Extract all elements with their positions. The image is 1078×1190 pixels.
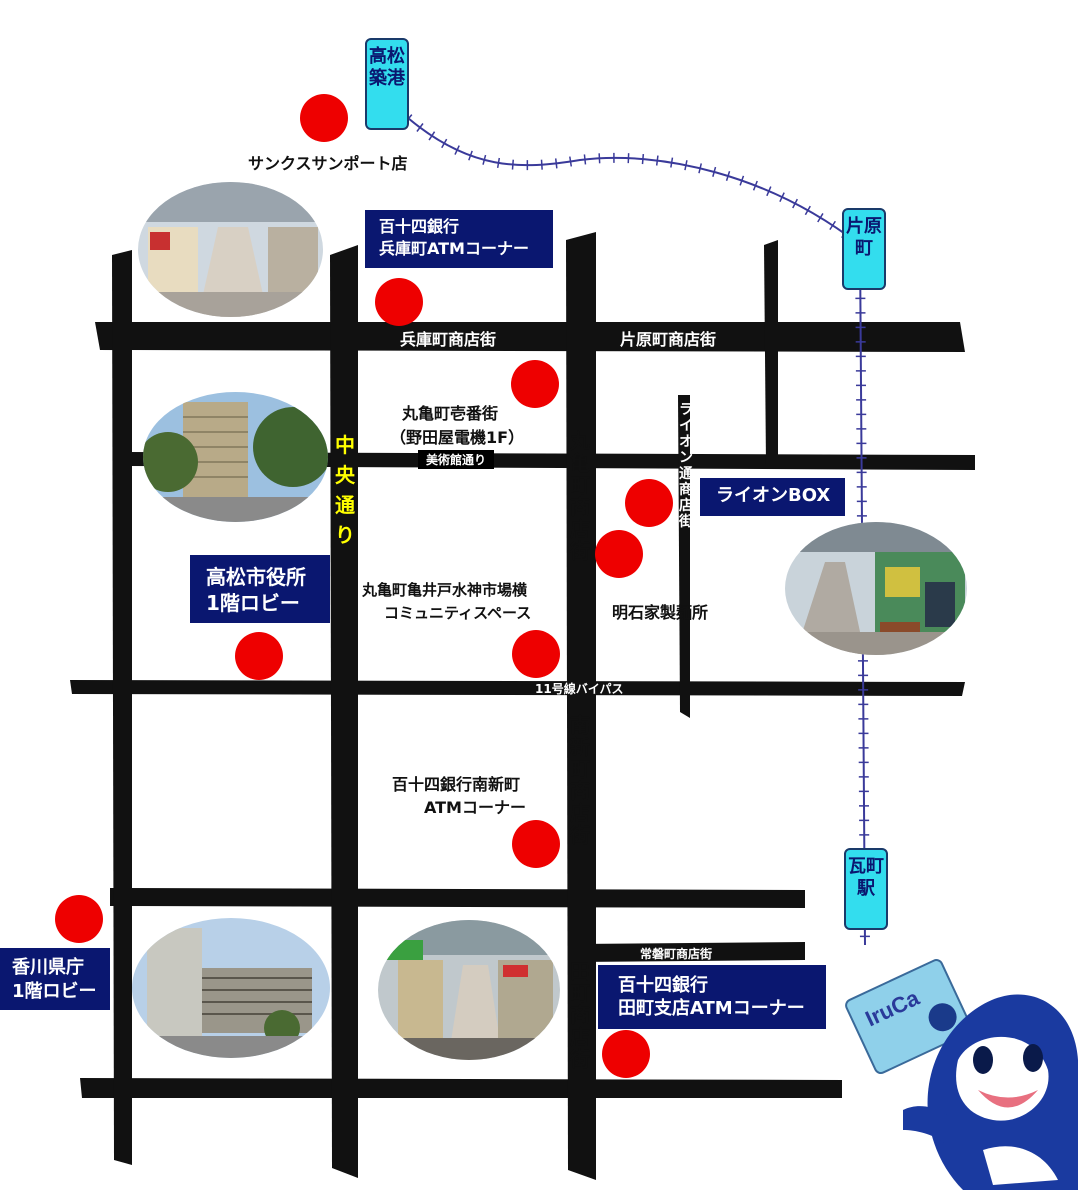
- label-bypass: 11号線バイパス: [535, 682, 624, 696]
- station-kataharamachi[interactable]: 片原町: [842, 208, 886, 290]
- prefecture-line1: 香川県庁: [12, 957, 84, 978]
- lion-box-label: ライオンBOX: [700, 478, 845, 516]
- road-west: [112, 250, 132, 1165]
- photo-tamachi-arcade: [378, 920, 560, 1060]
- prefecture-line2: 1階ロビー: [12, 981, 97, 1002]
- marker-city-hall[interactable]: [235, 632, 283, 680]
- road-marugame: [566, 232, 596, 1180]
- label-minamishinmachi-bank-1: 百十四銀行南新町: [392, 775, 521, 794]
- road-tokiwa: [575, 942, 805, 962]
- photo-prefectural-office: [132, 918, 330, 1058]
- road-tenth: [110, 888, 805, 908]
- railway-ties: [404, 114, 870, 946]
- label-sunport: サンクスサンポート店: [248, 154, 408, 173]
- label-tamachi-street: 田町商店街: [570, 959, 590, 1071]
- road-south: [80, 1078, 842, 1098]
- station-kawaramachi[interactable]: 瓦町駅: [844, 848, 888, 930]
- city-hall-box: 高松市役所 1階ロビー: [190, 555, 330, 623]
- city-hall-line1: 高松市役所: [206, 565, 306, 589]
- label-marugame-ichibangai: 丸亀町壱番街: [402, 404, 499, 423]
- marker-kamei[interactable]: [512, 630, 560, 678]
- photo-city-building: [143, 392, 328, 522]
- road-chuo: [330, 245, 358, 1178]
- label-katahara-street: 片原町商店街: [620, 330, 717, 349]
- label-lion-street: ライオン通商店街: [679, 402, 693, 530]
- label-hyogo-street: 兵庫町商店街: [400, 330, 497, 349]
- label-museum-street: 美術館通り: [418, 450, 495, 469]
- marker-minamishinmachi[interactable]: [512, 820, 560, 868]
- label-minamishinmachi-street: 南新町商店街: [570, 713, 590, 847]
- lion-box-text: ライオンBOX: [716, 485, 831, 506]
- hyogo-atm-line2: 兵庫町ATMコーナー: [379, 239, 529, 258]
- station-takamatsu-chikko[interactable]: 高松築港: [365, 38, 409, 130]
- road-lion: [678, 395, 690, 718]
- label-community: コミュニティスペース: [384, 604, 532, 622]
- photo-arcade-hyogo: [138, 182, 323, 317]
- label-marugame-street: 丸亀町商店街: [570, 429, 590, 563]
- hyogo-atm-line1: 百十四銀行: [379, 217, 460, 236]
- marker-sunport[interactable]: [300, 94, 348, 142]
- tamachi-atm-line2: 田町支店ATMコーナー: [618, 998, 805, 1019]
- label-tokiwa-street: 常磐町商店街: [640, 947, 713, 961]
- marker-prefecture[interactable]: [55, 895, 103, 943]
- tamachi-atm-line1: 百十四銀行: [618, 975, 708, 996]
- marker-lion-box[interactable]: [625, 479, 673, 527]
- road-hyogo: [95, 322, 965, 352]
- label-minamishinmachi-bank-2: ATMコーナー: [424, 798, 526, 817]
- photo-lion-arcade: [785, 522, 967, 655]
- marker-hyogo-atm[interactable]: [375, 278, 423, 326]
- city-hall-line2: 1階ロビー: [206, 591, 300, 615]
- road-east: [764, 240, 778, 465]
- marker-marugame-ichi[interactable]: [511, 360, 559, 408]
- road-bypass: [70, 680, 965, 696]
- hyogo-atm-box: 百十四銀行 兵庫町ATMコーナー: [365, 210, 553, 268]
- mascot-dolphin: IruCa: [845, 959, 1078, 1190]
- label-chuo-dori: 中央通り: [335, 433, 355, 547]
- prefecture-box: 香川県庁 1階ロビー: [0, 948, 110, 1010]
- label-kamei: 丸亀町亀井戸水神市場横: [362, 581, 528, 599]
- label-akashiya: 明石家製麺所: [612, 603, 709, 622]
- marker-tamachi-atm[interactable]: [602, 1030, 650, 1078]
- label-nodaya: （野田屋電機1F）: [390, 428, 525, 447]
- tamachi-atm-box: 百十四銀行 田町支店ATMコーナー: [598, 965, 826, 1029]
- marker-akashiya[interactable]: [595, 530, 643, 578]
